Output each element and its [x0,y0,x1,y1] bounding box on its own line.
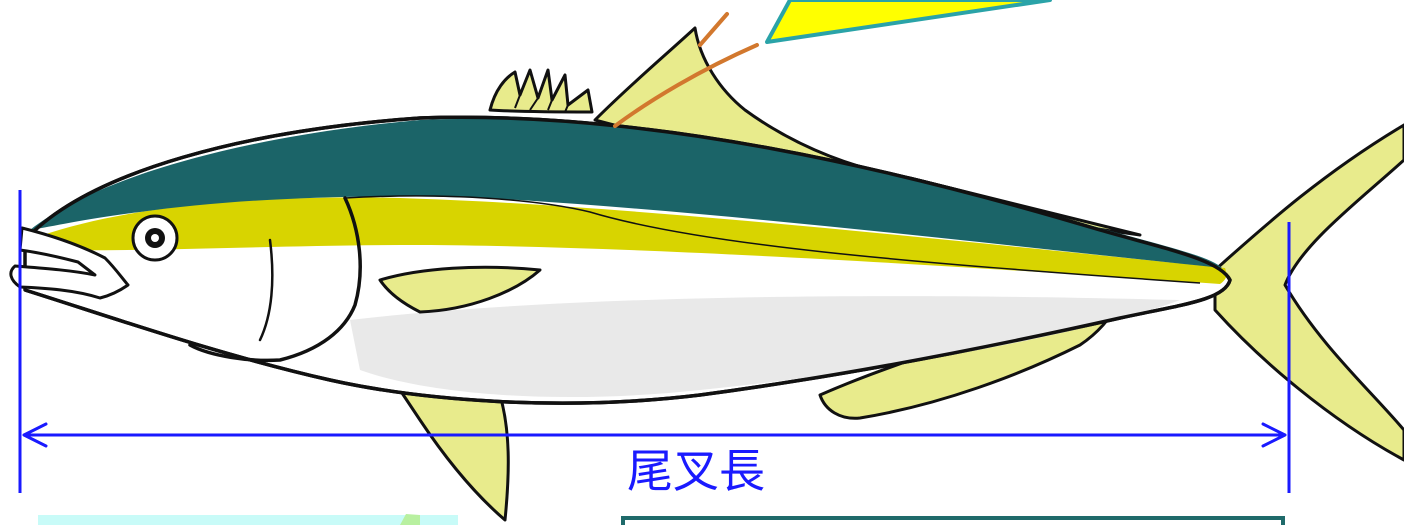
pectoral-fin [378,265,542,314]
mouth [9,226,130,300]
lateral-line [344,195,1201,284]
fin-ray-lines [514,94,569,113]
arrowhead-right [1261,422,1287,448]
gill-cover [188,196,362,363]
teal-back [30,118,1222,268]
body-outline [23,115,1232,405]
eye-highlight [151,234,159,242]
gill-line [258,238,274,342]
tag-wire [613,43,759,128]
pelvic-fin [398,383,510,522]
arrowhead-left [22,422,48,448]
caudal-fin [1213,123,1404,462]
tag-wire [698,12,729,47]
callout-pointer [765,0,1052,44]
fork-length-label: 尾叉長 [627,444,765,498]
info-box-left [38,515,458,525]
first-dorsal-fin [488,68,594,114]
info-box-right [621,516,1285,525]
info-box-left-accent [400,514,420,525]
belly-shading [350,296,1180,398]
